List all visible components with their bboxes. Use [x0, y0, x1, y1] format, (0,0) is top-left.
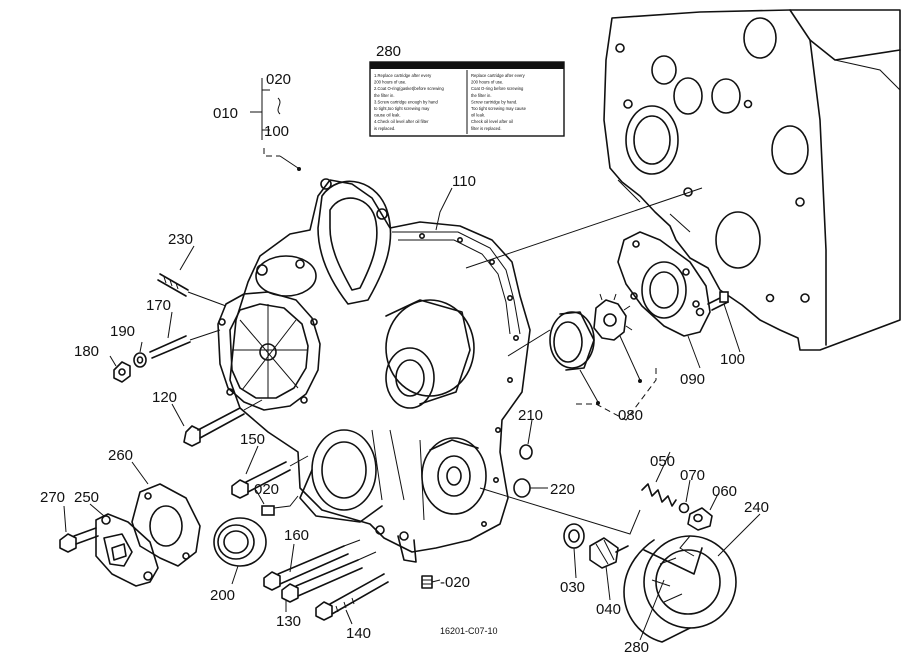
callout-190: 190	[110, 323, 135, 340]
callout-210: 210	[518, 407, 543, 424]
sticker-text-line: 200 hours of use.	[374, 80, 406, 85]
callout-140: 140	[346, 625, 371, 642]
callout-030: 030	[560, 579, 585, 596]
ribbed-cover-plate	[217, 291, 321, 411]
callout-120: 120	[152, 389, 177, 406]
assembly-bracket-010	[250, 78, 301, 171]
gasket-260	[131, 483, 201, 567]
callout-040: 040	[596, 601, 621, 618]
sticker-text-line: Coat O-ring before screwing	[471, 86, 524, 91]
callout-250: 250	[74, 489, 99, 506]
callout-100-top: 100	[264, 123, 289, 140]
callout-110: 110	[452, 173, 476, 190]
sticker-text-line: 4.Check oil level after oil filter	[374, 119, 429, 124]
sticker-text-line: 2.Coat O-ring(gasket)before screwing	[374, 86, 444, 91]
sticker-text-line: the filter in.	[374, 93, 394, 98]
callout-090: 090	[680, 371, 705, 388]
figure-code: 16201-C07-10	[440, 626, 498, 636]
sticker-text-line: oil leak.	[471, 113, 485, 118]
sticker-text-line: Check oil level after oil	[471, 119, 513, 124]
callout-060: 060	[712, 483, 737, 500]
sticker-text-line: to tight,too tight screwing may	[374, 106, 430, 111]
bolt-170	[149, 329, 221, 359]
callout-280-label: 280	[376, 43, 401, 60]
callout-160: 160	[284, 527, 309, 544]
plug-060	[687, 507, 713, 531]
sticker-text-line: filter is replaced.	[471, 126, 502, 131]
callout-150: 150	[240, 431, 265, 448]
caution-label-sticker: 1.Replace cartridge after every 200 hour…	[369, 61, 565, 137]
callout-260: 260	[108, 447, 133, 464]
leader-lines	[63, 187, 761, 641]
sticker-text-line: Screw cartridge by hand.	[471, 99, 517, 104]
sticker-text-line: Replace cartridge after every	[471, 73, 526, 78]
plug-020	[261, 495, 299, 516]
sticker-text-line: is replaced.	[374, 126, 395, 131]
callout-200: 200	[210, 587, 235, 604]
engine-block	[603, 9, 901, 351]
callout-220: 220	[550, 481, 575, 498]
flange-cover-250	[95, 513, 159, 587]
callout-070: 070	[680, 467, 705, 484]
o-ring-210	[519, 444, 533, 460]
callout-240: 240	[744, 499, 769, 516]
sticker-text-line: the filter in.	[471, 93, 491, 98]
o-ring-220	[513, 478, 531, 498]
spring-050	[641, 483, 677, 507]
sticker-text-line: 200 hours of use.	[471, 80, 503, 85]
alignment-line	[479, 487, 641, 535]
bolt-140	[315, 573, 389, 621]
callout-020-mid: 020	[254, 481, 279, 498]
sticker-text-line: Too tight screwing may cause	[471, 106, 527, 111]
bolt-230	[157, 273, 227, 307]
callout-050: 050	[650, 453, 675, 470]
oil-pump-assembly	[507, 231, 729, 421]
callout-080: 080	[618, 407, 643, 424]
sticker-text-line: 3.Screw cartridge enough by hand	[374, 99, 438, 104]
callout-020-lower: -020	[440, 574, 470, 591]
callout-010: 010	[213, 105, 238, 122]
sticker-text-line: cause oil leak.	[374, 113, 401, 118]
oil-seal-200	[213, 517, 267, 567]
gasket-030	[563, 523, 585, 549]
bolt-270	[59, 527, 99, 553]
ball-070	[678, 502, 690, 514]
bolt-150	[231, 455, 309, 499]
callout-labels: 280 010 020 100 110 230 170 190 180 120 …	[40, 43, 769, 656]
callout-270: 270	[40, 489, 65, 506]
alignment-line	[465, 187, 703, 269]
callout-230: 230	[168, 231, 193, 248]
callout-020-top: 020	[266, 71, 291, 88]
fitting-040	[589, 537, 629, 569]
callout-180: 180	[74, 343, 99, 360]
bolt-120	[183, 399, 263, 447]
callout-280-lower: 280	[624, 639, 649, 656]
callout-130: 130	[276, 613, 301, 630]
plug-020-lower	[421, 575, 433, 589]
sticker-text-line: 1.Replace cartridge after every	[374, 73, 432, 78]
washer-190	[133, 352, 147, 368]
callout-100-right: 100	[720, 351, 745, 368]
nut-180	[113, 361, 131, 383]
oil-filter-cartridge-240	[623, 535, 737, 643]
callout-170: 170	[146, 297, 171, 314]
gear-case-110	[229, 178, 531, 563]
bolts-160	[263, 539, 377, 603]
